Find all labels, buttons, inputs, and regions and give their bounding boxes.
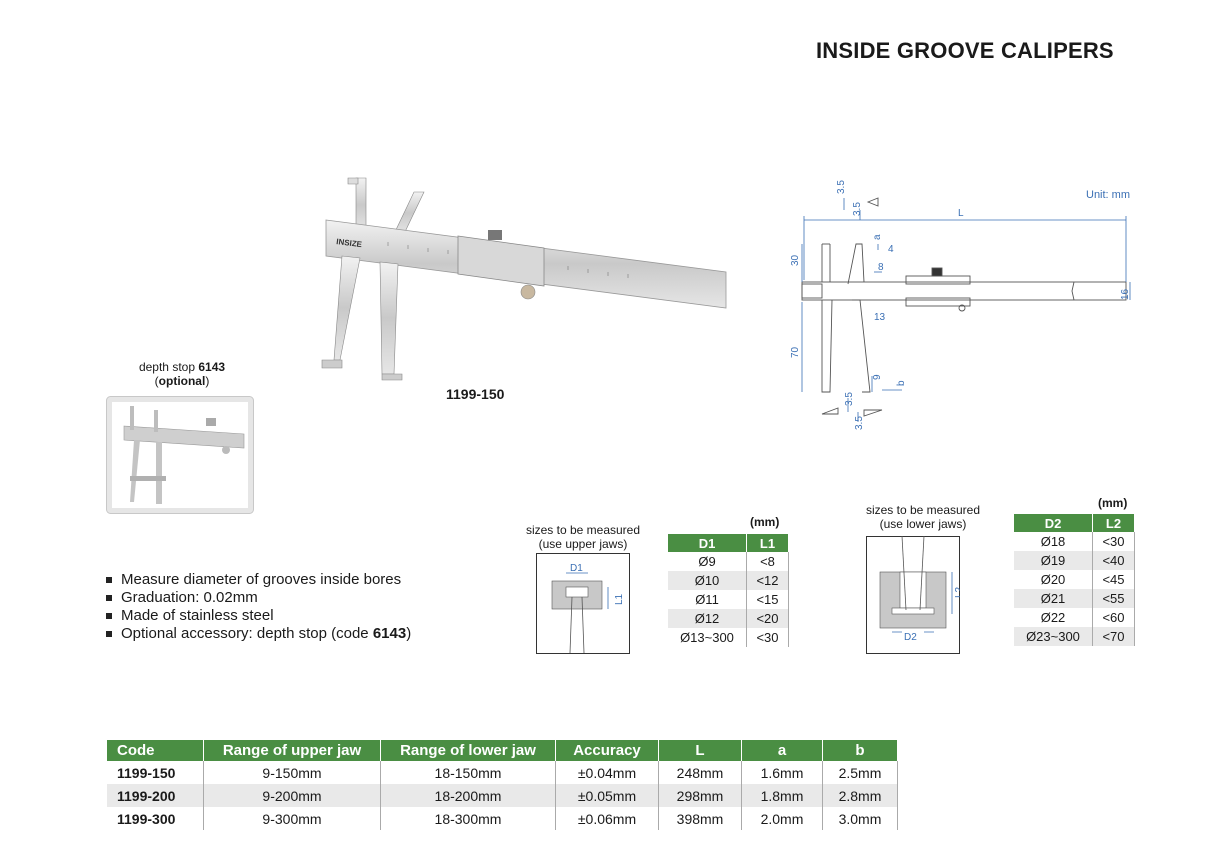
dim-L: L (958, 208, 964, 219)
dim-b: b (896, 380, 907, 386)
feature-item: Made of stainless steel (106, 607, 411, 625)
table-row: Ø18<30 (1014, 532, 1135, 551)
dim-9: 9 (872, 374, 883, 380)
caliper-photo: INSIZE (321, 177, 727, 381)
upper-l1-label: L1 (614, 593, 625, 605)
dim-70: 70 (790, 346, 801, 358)
dim-16: 16 (1120, 288, 1131, 300)
dim-3-5-top-b: 3.5 (852, 202, 863, 216)
brand-logo: INSIZE (336, 237, 363, 249)
page-title: INSIDE GROOVE CALIPERS (816, 38, 1114, 63)
model-label: 1199-150 (446, 386, 505, 402)
lower-jaw-caption: sizes to be measured(use lower jaws) (865, 503, 981, 531)
technical-drawing: 3.5 3.5 L a 4 8 30 16 13 70 9 b 3.5 3.5 (790, 180, 1131, 430)
lower-l2-label: L2 (954, 586, 960, 598)
feature-list: Measure diameter of grooves inside bores… (106, 571, 411, 643)
depth-stop-photo (106, 396, 254, 514)
depth-stop-optional: optional (158, 374, 206, 388)
upper-d1-label: D1 (570, 563, 583, 574)
feature-item: Graduation: 0.02mm (106, 589, 411, 607)
depth-stop-code: 6143 (198, 360, 226, 374)
depth-stop-text: depth stop (138, 360, 199, 374)
table-row: Ø19<40 (1014, 551, 1135, 570)
depth-stop-caption: depth stop 6143 (optional) (138, 360, 226, 388)
dim-3-5-top-a: 3.5 (836, 180, 847, 194)
dim-3-5-bot-b: 3.5 (854, 416, 865, 430)
table-row: Ø21<55 (1014, 589, 1135, 608)
dim-4: 4 (888, 244, 894, 255)
scale-ticks (387, 242, 629, 278)
dim-8: 8 (878, 262, 884, 273)
spec-table: Code Range of upper jaw Range of lower j… (107, 740, 898, 830)
table-row: Ø12<20 (668, 609, 789, 628)
table-row: Ø11<15 (668, 590, 789, 609)
feature-item: Measure diameter of grooves inside bores (106, 571, 411, 589)
table-row: Ø10<12 (668, 571, 789, 590)
upper-jaw-diagram: D1 L1 (536, 553, 630, 654)
table-row: Ø22<60 (1014, 608, 1135, 627)
dim-30: 30 (790, 254, 801, 266)
dim-13: 13 (874, 312, 886, 323)
lower-jaw-diagram: D2 L2 (866, 536, 960, 654)
table-row: Ø9<8 (668, 552, 789, 571)
table-row: Ø20<45 (1014, 570, 1135, 589)
unit-label: Unit: mm (1086, 189, 1130, 201)
upper-unit: (mm) (750, 515, 780, 529)
table-row: Ø13~300<30 (668, 628, 789, 647)
table-row: Ø23~300<70 (1014, 627, 1135, 646)
dim-a: a (872, 234, 883, 240)
upper-jaw-caption: sizes to be measured(use upper jaws) (525, 523, 641, 551)
feature-item: Optional accessory: depth stop (code 614… (106, 625, 411, 643)
dim-3-5-bot-a: 3.5 (844, 392, 855, 406)
lower-d2-label: D2 (904, 632, 917, 643)
lower-unit: (mm) (1098, 496, 1128, 510)
